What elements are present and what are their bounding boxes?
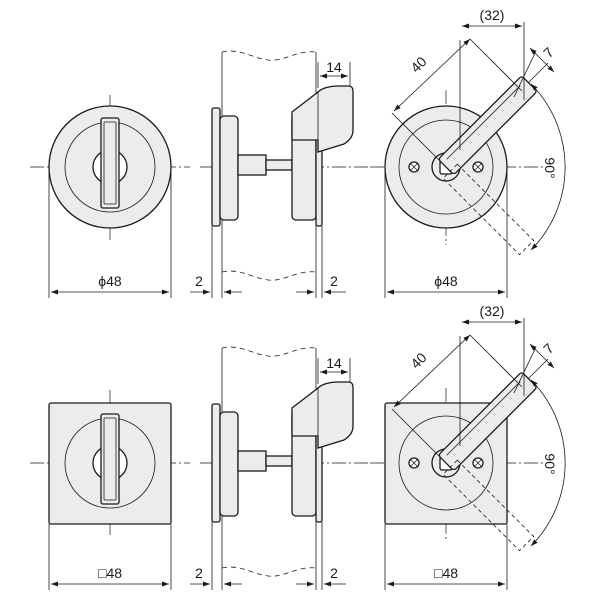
- bottom-side-14-label: 14: [326, 355, 342, 371]
- top-side-2-left-label: 2: [195, 273, 203, 289]
- bottom-side-2-right-label: 2: [330, 565, 338, 581]
- bottom-side-view-square: 14 2 2: [190, 346, 370, 590]
- top-rear-view-round: 90° (32) 40 7 ϕ48: [370, 7, 566, 298]
- top-side-2-right-label: 2: [330, 273, 338, 289]
- top-front-view-round: ϕ48: [30, 95, 190, 298]
- bottom-rear-32-label: (32): [480, 303, 505, 319]
- top-side-view-round: 14 2 2: [190, 50, 370, 298]
- bottom-rear-square-label: □48: [434, 565, 458, 581]
- top-rear-diameter-label: ϕ48: [434, 273, 458, 289]
- bottom-rear-angle-label: 90°: [542, 453, 558, 474]
- top-rear-angle-label: 90°: [542, 157, 558, 178]
- top-rear-40-label: 40: [407, 53, 429, 75]
- bottom-front-view-square: □48: [30, 390, 190, 590]
- bottom-rear-view-square: 90° (32) 40 7 □48: [370, 303, 566, 590]
- top-rear-32-label: (32): [480, 7, 505, 23]
- bottom-front-square-label: □48: [98, 565, 122, 581]
- top-rear-7-label: 7: [540, 44, 557, 61]
- top-front-diameter-label: ϕ48: [98, 273, 122, 289]
- bottom-side-2-left-label: 2: [195, 565, 203, 581]
- top-side-14-label: 14: [326, 59, 342, 75]
- bottom-rear-40-label: 40: [407, 349, 429, 371]
- bottom-rear-7-label: 7: [540, 340, 557, 357]
